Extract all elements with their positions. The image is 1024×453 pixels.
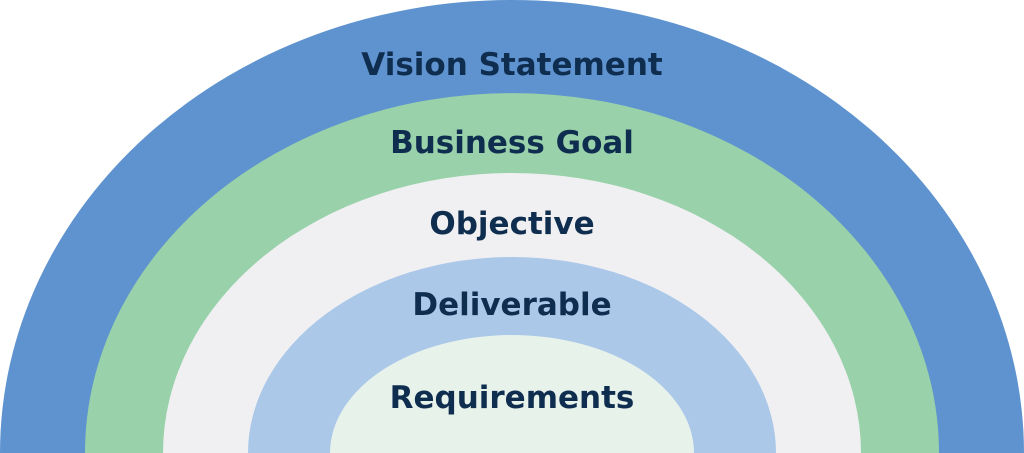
- requirements-band: [330, 335, 694, 453]
- vision-statement-label: Vision Statement: [361, 47, 663, 83]
- business-goal-label: Business Goal: [390, 125, 634, 161]
- requirements-label: Requirements: [390, 380, 635, 416]
- deliverable-label: Deliverable: [412, 287, 611, 323]
- objective-label: Objective: [429, 206, 594, 242]
